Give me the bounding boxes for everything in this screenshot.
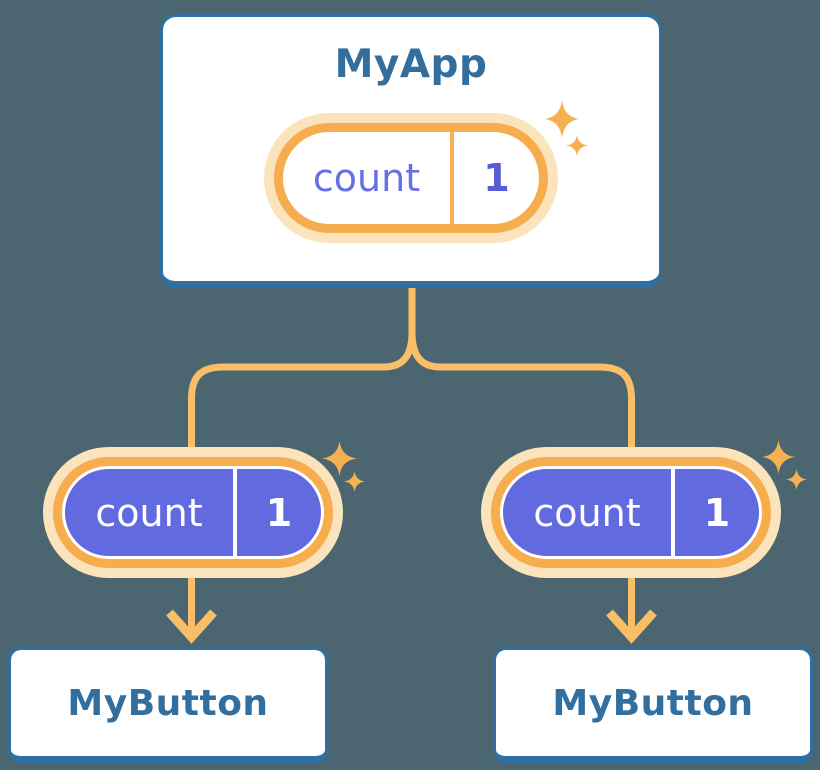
prop-value: 1 <box>703 490 731 535</box>
prop-pill-right: count 1 <box>481 447 781 578</box>
prop-pill-core: count 1 <box>503 469 759 556</box>
sparkle-icon <box>762 440 795 474</box>
branch-right-line <box>408 328 635 638</box>
prop-pill-body: count 1 <box>491 457 771 568</box>
prop-pill-body: count 1 <box>53 457 333 568</box>
sparkle-icon <box>545 100 579 138</box>
prop-label: count <box>533 490 641 535</box>
pill-divider <box>450 132 454 224</box>
state-pill-body: count 1 <box>274 123 548 233</box>
component-title: MyButton <box>67 682 269 724</box>
state-pill: count 1 <box>264 113 558 243</box>
component-card-mybutton-right: MyButton <box>493 647 813 763</box>
arrow-down-icon <box>166 609 217 644</box>
pill-divider <box>671 469 675 556</box>
state-value: 1 <box>483 156 510 200</box>
pill-divider <box>233 469 237 556</box>
arrow-down-icon <box>606 609 657 644</box>
sparkle-icon <box>786 469 807 490</box>
component-title: MyButton <box>552 682 754 724</box>
sparkle-icon <box>344 471 365 492</box>
prop-pill-left: count 1 <box>43 447 343 578</box>
state-label: count <box>312 156 421 200</box>
component-card-mybutton-left: MyButton <box>8 647 328 763</box>
sparkle-icon <box>322 441 357 476</box>
prop-label: count <box>95 490 203 535</box>
component-title: MyApp <box>334 42 488 87</box>
sparkle-icon <box>566 135 588 156</box>
prop-pill-core: count 1 <box>65 469 321 556</box>
prop-value: 1 <box>265 490 293 535</box>
component-card-myapp: MyApp count 1 <box>160 14 662 288</box>
